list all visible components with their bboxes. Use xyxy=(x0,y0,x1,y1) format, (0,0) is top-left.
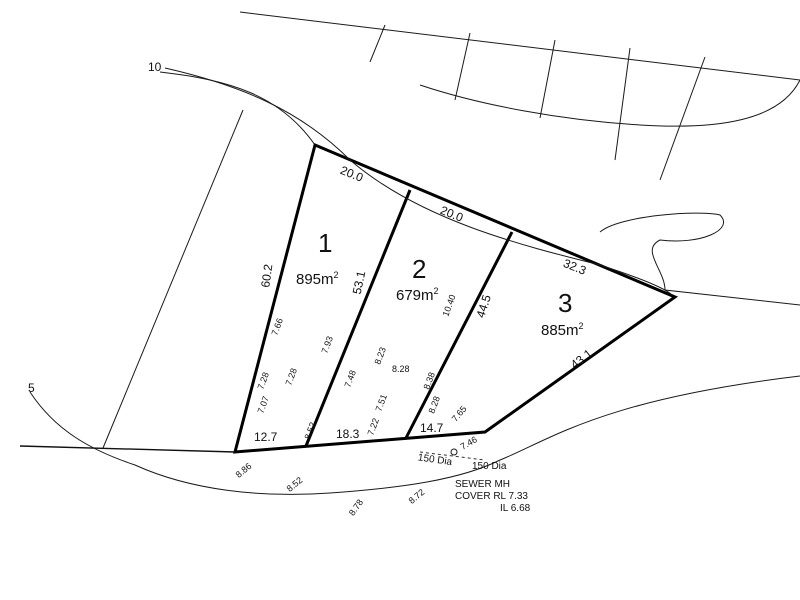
dim-side-2: 53.1 xyxy=(350,269,369,295)
level-8-52-a: 8.52 xyxy=(303,421,318,441)
dim-rear-2: 18.3 xyxy=(336,427,360,441)
level-7-48: 7.48 xyxy=(343,369,358,389)
adjoining-boundary xyxy=(102,109,244,449)
lot-boundaries xyxy=(233,142,679,454)
base-line xyxy=(19,445,236,453)
lot-2-number: 2 xyxy=(412,254,426,284)
spot-levels: 7.66 7.28 7.07 7.93 7.28 7.48 8.23 8.28 … xyxy=(234,293,479,517)
dim-side-4: 43.1 xyxy=(568,346,595,372)
lot-3-area: 885m2 xyxy=(541,321,584,339)
level-7-28-a: 7.28 xyxy=(256,371,271,391)
level-8-78: 8.78 xyxy=(347,497,365,517)
level-7-28-b: 7.28 xyxy=(284,367,299,387)
lot-1-number: 1 xyxy=(318,228,332,258)
level-8-72: 8.72 xyxy=(407,487,427,506)
sewer-manhole xyxy=(450,448,458,456)
sewer-line xyxy=(419,451,486,461)
road-lines xyxy=(159,11,800,181)
sewer-il: IL 6.68 xyxy=(500,503,531,514)
level-7-51: 7.51 xyxy=(374,393,389,413)
sewer-cover-rl: COVER RL 7.33 xyxy=(455,491,528,502)
level-7-65: 7.65 xyxy=(450,404,469,424)
dim-side-3: 44.5 xyxy=(473,293,494,320)
level-7-66: 7.66 xyxy=(270,317,285,337)
pipe-label-1: 150 Dia xyxy=(417,452,453,468)
dim-front-1: 20.0 xyxy=(338,163,365,185)
level-8-23: 8.23 xyxy=(373,346,388,366)
contour-label-5: 5 xyxy=(28,381,35,395)
contour-label-10: 10 xyxy=(148,60,162,74)
lot-3-number: 3 xyxy=(558,288,572,318)
lot-2-area: 679m2 xyxy=(396,286,439,304)
sewer-mh-title: SEWER MH xyxy=(455,479,510,490)
level-8-28-b: 8.28 xyxy=(427,395,442,415)
level-7-46: 7.46 xyxy=(459,434,479,451)
dim-rear-3: 14.7 xyxy=(420,421,444,435)
level-10-40: 10.40 xyxy=(441,293,458,318)
contour-lines xyxy=(29,67,800,495)
level-8-52-b: 8.52 xyxy=(285,475,305,494)
pipe-label-2: 150 Dia xyxy=(472,461,507,472)
level-8-28-a: 8.28 xyxy=(392,364,410,374)
level-7-93: 7.93 xyxy=(320,335,335,355)
level-7-22: 7.22 xyxy=(366,417,381,437)
level-8-86: 8.86 xyxy=(234,461,254,480)
level-7-07: 7.07 xyxy=(256,395,271,415)
dim-side-1: 60.2 xyxy=(258,263,275,288)
lot-1-area: 895m2 xyxy=(296,270,339,288)
dim-rear-1: 12.7 xyxy=(254,430,278,444)
